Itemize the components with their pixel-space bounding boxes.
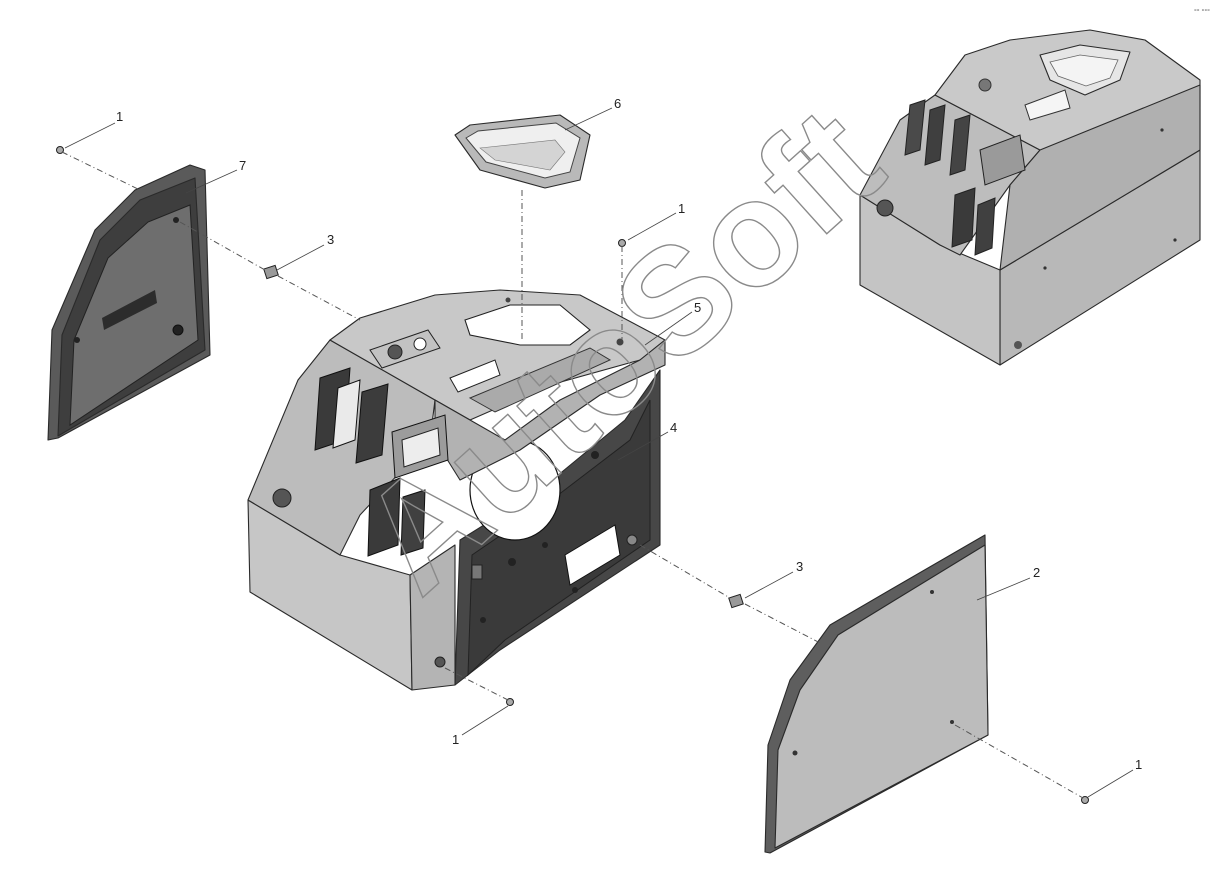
callout-leaders xyxy=(64,107,1134,798)
corner-mark: °° °°° xyxy=(1194,8,1210,16)
callout-1-top-left: 1 xyxy=(116,109,123,124)
assembly-centerlines xyxy=(61,151,1084,799)
callout-1-bottom-right: 1 xyxy=(1135,757,1142,772)
callout-3-left: 3 xyxy=(327,232,334,247)
callout-labels: 1 7 3 6 1 5 4 3 2 1 1 xyxy=(116,96,1142,772)
callout-6: 6 xyxy=(614,96,621,111)
callout-5: 5 xyxy=(694,300,701,315)
console-housing-parts-4-5 xyxy=(247,289,666,691)
callout-1-top-center: 1 xyxy=(678,201,685,216)
assembled-console-view xyxy=(859,29,1201,366)
callout-1-bottom-center: 1 xyxy=(452,732,459,747)
callout-3-right: 3 xyxy=(796,559,803,574)
callout-4: 4 xyxy=(670,420,677,435)
fasteners xyxy=(56,146,1089,804)
right-side-panel-part-2 xyxy=(764,534,989,854)
callout-7: 7 xyxy=(239,158,246,173)
callout-2: 2 xyxy=(1033,565,1040,580)
left-side-panel-part-7 xyxy=(47,164,211,441)
tray-insert-part-6 xyxy=(454,114,591,189)
